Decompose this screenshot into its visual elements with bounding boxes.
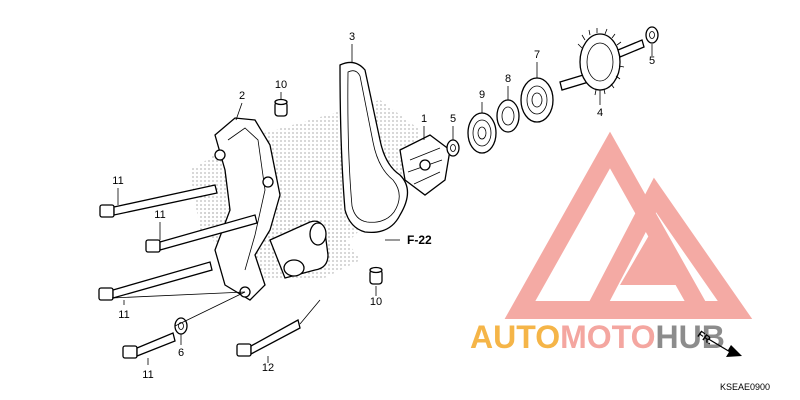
bolt-12 — [236, 319, 301, 357]
oil-seal — [467, 112, 497, 154]
gasket — [339, 61, 409, 234]
collar-bottom — [369, 266, 383, 285]
callout-11-d: 11 — [142, 369, 153, 381]
bolt-11-b — [145, 214, 258, 253]
bearing — [520, 77, 554, 123]
collar-top — [274, 98, 288, 117]
callout-11-c: 11 — [118, 309, 129, 321]
callout-12: 12 — [262, 362, 274, 374]
water-pump-cover — [214, 117, 329, 301]
washer-5-mid — [446, 139, 460, 157]
callout-5-top: 5 — [649, 55, 655, 67]
callout-3: 3 — [349, 31, 355, 43]
washer-5-top — [645, 26, 659, 44]
pump-shaft-gear — [559, 28, 645, 96]
reference-label: F-22 — [407, 233, 432, 247]
callout-11-b: 11 — [154, 209, 165, 221]
callout-2: 2 — [239, 90, 245, 102]
callout-8: 8 — [505, 73, 511, 85]
impeller — [399, 134, 451, 196]
bolt-11-d — [122, 332, 176, 359]
arrow-icon — [708, 338, 742, 357]
callout-6: 6 — [178, 347, 184, 359]
callout-11-a: 11 — [112, 175, 123, 187]
callout-4: 4 — [597, 107, 603, 119]
bolt-11-c — [98, 261, 213, 301]
watermark-logo — [504, 131, 753, 319]
callout-1: 1 — [421, 113, 427, 125]
washer — [174, 317, 188, 335]
callout-7: 7 — [534, 49, 540, 61]
callout-10-top: 10 — [275, 79, 287, 91]
gasket-inner — [347, 70, 400, 223]
drawing-code: KSEAE0900 — [720, 382, 770, 392]
bolt-11-a — [99, 184, 218, 218]
leader-lines — [111, 44, 653, 365]
watermark-text: AUTOMOTOHUB — [470, 319, 725, 355]
callout-9: 9 — [479, 89, 485, 101]
water-seal — [496, 99, 520, 133]
callout-10-bottom: 10 — [370, 296, 382, 308]
callout-5-mid: 5 — [450, 113, 456, 125]
